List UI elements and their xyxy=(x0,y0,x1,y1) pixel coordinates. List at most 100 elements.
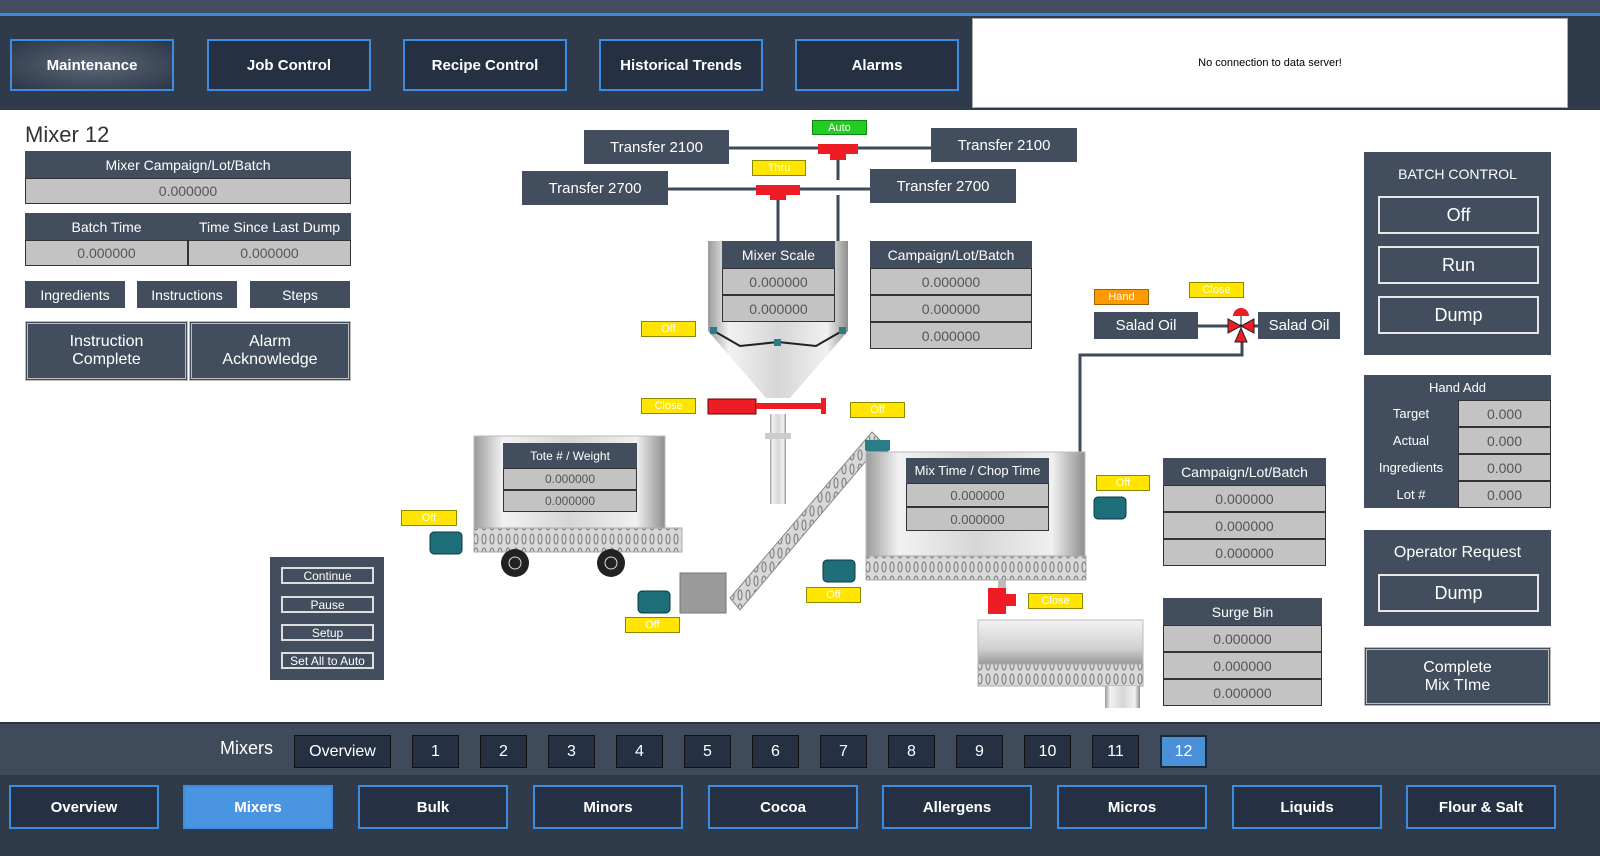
hand-add-value: 0.000 xyxy=(1458,454,1551,481)
set-all-to-auto-button[interactable]: Set All to Auto xyxy=(281,652,374,669)
nav-liquids[interactable]: Liquids xyxy=(1232,785,1382,829)
nav-cocoa[interactable]: Cocoa xyxy=(708,785,858,829)
campaign-center-label: Campaign/Lot/Batch xyxy=(870,241,1032,268)
batch-run-button[interactable]: Run xyxy=(1378,246,1539,284)
campaign-center-value: 0.000000 xyxy=(870,295,1032,322)
feed-bin xyxy=(679,572,727,614)
instruction-complete-button[interactable]: Instruction Complete xyxy=(25,321,188,381)
mixer-overview-button[interactable]: Overview xyxy=(294,735,391,768)
auto-status-badge[interactable]: Auto xyxy=(812,120,867,135)
tab-job-control[interactable]: Job Control xyxy=(207,39,371,91)
complete-mix-time-button[interactable]: Complete Mix TIme xyxy=(1364,647,1551,706)
incline-status-badge[interactable]: Off xyxy=(850,402,905,418)
mix-motor-left-status-badge[interactable]: Off xyxy=(806,587,861,603)
tab-alarms[interactable]: Alarms xyxy=(795,39,959,91)
pause-button[interactable]: Pause xyxy=(281,596,374,613)
surge-bin-label: Surge Bin xyxy=(1163,598,1322,625)
instructions-button[interactable]: Instructions xyxy=(137,281,237,308)
connection-message: No connection to data server! xyxy=(972,18,1568,108)
thru-status-badge[interactable]: Thru xyxy=(752,160,806,176)
batch-off-button[interactable]: Off xyxy=(1378,196,1539,234)
operator-dump-button[interactable]: Dump xyxy=(1378,574,1539,612)
mixer-4-button[interactable]: 4 xyxy=(616,735,663,768)
ingredients-button[interactable]: Ingredients xyxy=(25,281,125,308)
campaign-right-value: 0.000000 xyxy=(1163,485,1326,512)
campaign-center-value: 0.000000 xyxy=(870,322,1032,349)
batch-dump-button[interactable]: Dump xyxy=(1378,296,1539,334)
nav-allergens[interactable]: Allergens xyxy=(882,785,1032,829)
tab-recipe-control[interactable]: Recipe Control xyxy=(403,39,567,91)
tote-label: Tote # / Weight xyxy=(503,443,637,468)
title-strip xyxy=(0,0,1600,16)
hand-add-row: Lot #0.000 xyxy=(1364,481,1551,508)
tote-motor-status-badge[interactable]: Off xyxy=(401,510,457,526)
tote-value: 0.000000 xyxy=(503,468,637,490)
surge-bin-value: 0.000000 xyxy=(1163,625,1322,652)
batch-time-label: Batch Time xyxy=(25,213,188,240)
mix-motor-right-status-badge[interactable]: Off xyxy=(1096,475,1150,491)
setup-button[interactable]: Setup xyxy=(281,624,374,641)
batch-control-panel: BATCH CONTROL Off Run Dump xyxy=(1364,152,1551,355)
steps-button[interactable]: Steps xyxy=(250,281,350,308)
time-since-dump-label: Time Since Last Dump xyxy=(188,213,351,240)
mixer-1-button[interactable]: 1 xyxy=(412,735,459,768)
salad-oil-right[interactable]: Salad Oil xyxy=(1258,312,1340,339)
campaign-right-value: 0.000000 xyxy=(1163,512,1326,539)
campaign-center-value: 0.000000 xyxy=(870,268,1032,295)
thru-valve-icon xyxy=(756,185,800,200)
hand-status-badge[interactable]: Hand xyxy=(1094,289,1149,305)
transfer-2700-right[interactable]: Transfer 2700 xyxy=(870,169,1016,203)
mixer-2-button[interactable]: 2 xyxy=(480,735,527,768)
nav-flour-salt[interactable]: Flour & Salt xyxy=(1406,785,1556,829)
motor-icon xyxy=(429,496,1127,614)
mixer-11-button[interactable]: 11 xyxy=(1092,735,1139,768)
mixer-campaign-value: 0.000000 xyxy=(25,178,351,204)
gate-status-badge[interactable]: Close xyxy=(641,398,696,414)
operator-request-title: Operator Request xyxy=(1393,544,1522,561)
oil-valve-status-badge[interactable]: Close xyxy=(1189,282,1244,298)
hand-add-label: Lot # xyxy=(1396,487,1426,502)
mixer-10-button[interactable]: 10 xyxy=(1024,735,1071,768)
campaign-right-label: Campaign/Lot/Batch xyxy=(1163,458,1326,485)
mixer-9-button[interactable]: 9 xyxy=(956,735,1003,768)
tab-maintenance[interactable]: Maintenance xyxy=(10,39,174,91)
salad-oil-left[interactable]: Salad Oil xyxy=(1094,312,1198,339)
alarm-acknowledge-button[interactable]: Alarm Acknowledge xyxy=(189,321,351,381)
mixer-campaign-label: Mixer Campaign/Lot/Batch xyxy=(25,151,351,178)
tab-historical-trends[interactable]: Historical Trends xyxy=(599,39,763,91)
campaign-right-value: 0.000000 xyxy=(1163,539,1326,566)
mixer-7-button[interactable]: 7 xyxy=(820,735,867,768)
hand-add-value: 0.000 xyxy=(1458,427,1551,454)
transfer-2700-left[interactable]: Transfer 2700 xyxy=(522,171,668,205)
nav-minors[interactable]: Minors xyxy=(533,785,683,829)
hand-add-value: 0.000 xyxy=(1458,400,1551,427)
tote-value: 0.000000 xyxy=(503,490,637,512)
operator-request-panel: Operator Request Dump xyxy=(1364,530,1551,626)
slide-gate-valve-icon xyxy=(707,398,826,415)
mixers-nav-label: Mixers xyxy=(220,738,273,758)
continue-button[interactable]: Continue xyxy=(281,567,374,584)
bin-motor-status-badge[interactable]: Off xyxy=(625,617,680,633)
chop-time-value: 0.000000 xyxy=(906,507,1049,531)
mixer-8-button[interactable]: 8 xyxy=(888,735,935,768)
nav-overview[interactable]: Overview xyxy=(9,785,159,829)
mixer-scale-value: 0.000000 xyxy=(722,295,835,322)
mixer-6-button[interactable]: 6 xyxy=(752,735,799,768)
nav-bulk[interactable]: Bulk xyxy=(358,785,508,829)
sequence-controls-panel: Continue Pause Setup Set All to Auto xyxy=(270,557,384,680)
mixer-scale-value: 0.000000 xyxy=(722,268,835,295)
transfer-2100-right[interactable]: Transfer 2100 xyxy=(931,128,1077,162)
transfer-2100-left[interactable]: Transfer 2100 xyxy=(584,130,729,164)
mixer-12-button[interactable]: 12 xyxy=(1160,735,1207,768)
discharge-status-badge[interactable]: Close xyxy=(1028,593,1083,609)
hand-add-title: Hand Add xyxy=(1428,380,1487,395)
mixer-3-button[interactable]: 3 xyxy=(548,735,595,768)
page-title: Mixer 12 xyxy=(25,122,110,147)
mixer-5-button[interactable]: 5 xyxy=(684,735,731,768)
nav-micros[interactable]: Micros xyxy=(1057,785,1207,829)
scale-status-badge[interactable]: Off xyxy=(641,321,696,337)
nav-mixers[interactable]: Mixers xyxy=(183,785,333,829)
